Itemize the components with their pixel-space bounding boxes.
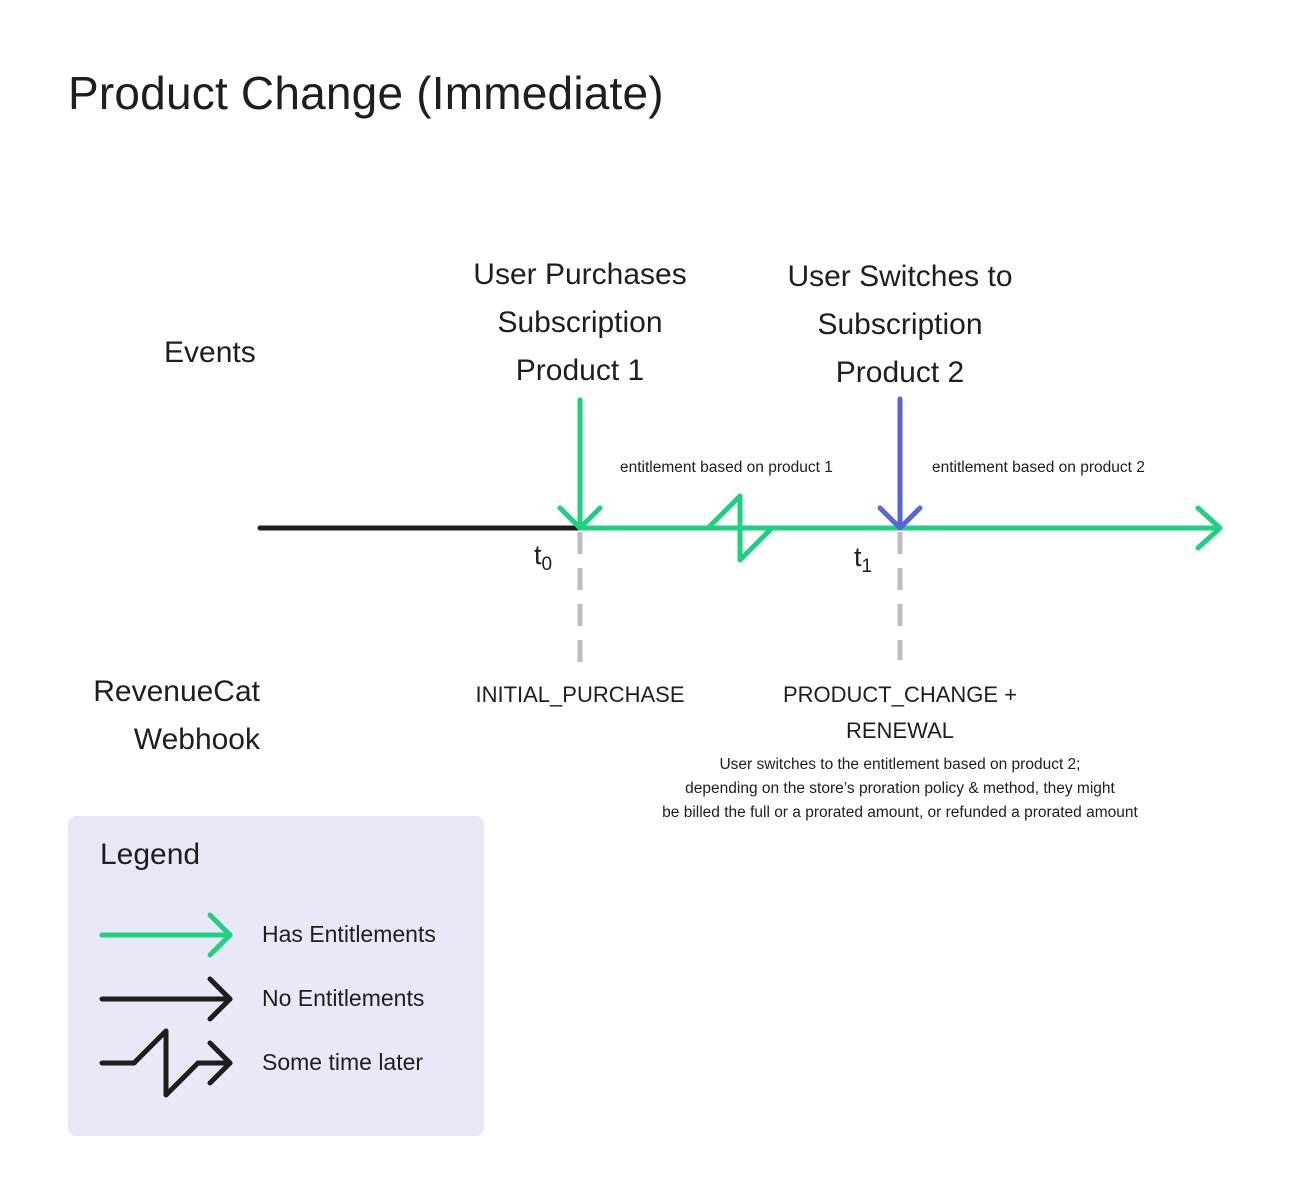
legend-item-no-entitlements: No Entitlements bbox=[262, 985, 425, 1011]
webhook-row-label-line1: RevenueCat bbox=[93, 675, 260, 708]
time-marker-t1: t1 bbox=[854, 542, 872, 578]
time-marker-base: t bbox=[854, 542, 862, 572]
legend-icons bbox=[99, 912, 233, 1098]
description-line: depending on the store’s proration polic… bbox=[685, 780, 1115, 797]
legend-item-some-time-later: Some time later bbox=[262, 1049, 424, 1075]
events-row-label: Events bbox=[164, 336, 256, 369]
event-label-line: Product 1 bbox=[515, 354, 645, 387]
webhook-row-label: RevenueCat Webhook bbox=[93, 668, 260, 764]
webhook-product-change-line2: RENEWAL bbox=[846, 718, 954, 743]
product-change-event-arrowhead bbox=[877, 505, 923, 531]
description-line: User switches to the entitlement based o… bbox=[719, 756, 1081, 773]
purchase-event-arrowhead bbox=[557, 505, 603, 531]
black-arrow-icon bbox=[99, 976, 233, 1022]
time-marker-t0: t0 bbox=[534, 540, 552, 576]
event-label-line: Subscription bbox=[497, 306, 663, 339]
webhook-product-change-line1: PRODUCT_CHANGE + bbox=[782, 682, 1018, 707]
event-initial-purchase-label: User Purchases Subscription Product 1 bbox=[440, 251, 720, 395]
time-break-marker bbox=[705, 493, 775, 563]
event-label-line: Subscription bbox=[817, 308, 983, 341]
time-marker-base: t bbox=[534, 540, 542, 570]
legend-item-has-entitlements: Has Entitlements bbox=[262, 921, 436, 947]
event-label-line: User Switches to bbox=[787, 260, 1013, 293]
entitled-arrowhead bbox=[1195, 505, 1223, 551]
webhook-row-label-line2: Webhook bbox=[133, 723, 260, 756]
time-marker-subscript: 1 bbox=[861, 556, 873, 577]
segment-product1-label: entitlement based on product 1 bbox=[620, 459, 833, 476]
description-line: be billed the full or a prorated amount,… bbox=[662, 804, 1138, 821]
time-marker-subscript: 0 bbox=[541, 554, 553, 575]
event-label-line: User Purchases bbox=[473, 258, 687, 291]
legend-title: Legend bbox=[100, 838, 201, 871]
segment-product2-label: entitlement based on product 2 bbox=[932, 459, 1145, 476]
legend: Legend Has Entitlements No Entitlements … bbox=[68, 816, 484, 1136]
event-label-line: Product 2 bbox=[835, 356, 965, 389]
time-break-arrow-icon bbox=[99, 1028, 233, 1098]
webhook-product-change-description: User switches to the entitlement based o… bbox=[600, 753, 1200, 825]
event-product-switch-label: User Switches to Subscription Product 2 bbox=[750, 253, 1050, 397]
green-arrow-icon bbox=[99, 912, 233, 958]
webhook-initial-purchase: INITIAL_PURCHASE bbox=[475, 682, 685, 707]
page-title: Product Change (Immediate) bbox=[68, 67, 664, 119]
webhook-product-change: PRODUCT_CHANGE + RENEWAL bbox=[760, 677, 1040, 749]
